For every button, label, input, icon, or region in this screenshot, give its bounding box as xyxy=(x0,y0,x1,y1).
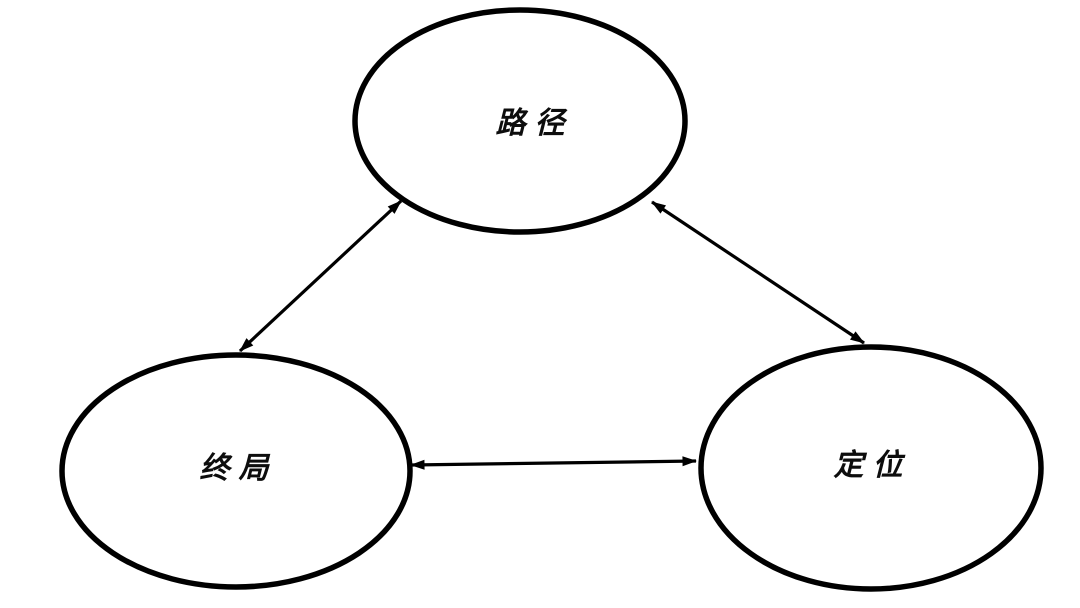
node-label-positioning: 定位 xyxy=(833,449,912,482)
node-label-path: 路径 xyxy=(495,107,574,140)
node-ellipse-endgame xyxy=(59,352,413,590)
arrow-endgame-path xyxy=(238,199,403,353)
arrow-endgame-positioning xyxy=(410,456,697,470)
node-ellipse-path xyxy=(352,7,688,235)
arrow-path-positioning xyxy=(651,200,865,345)
node-ellipse-positioning xyxy=(698,344,1044,592)
node-label-endgame: 终局 xyxy=(199,452,278,485)
